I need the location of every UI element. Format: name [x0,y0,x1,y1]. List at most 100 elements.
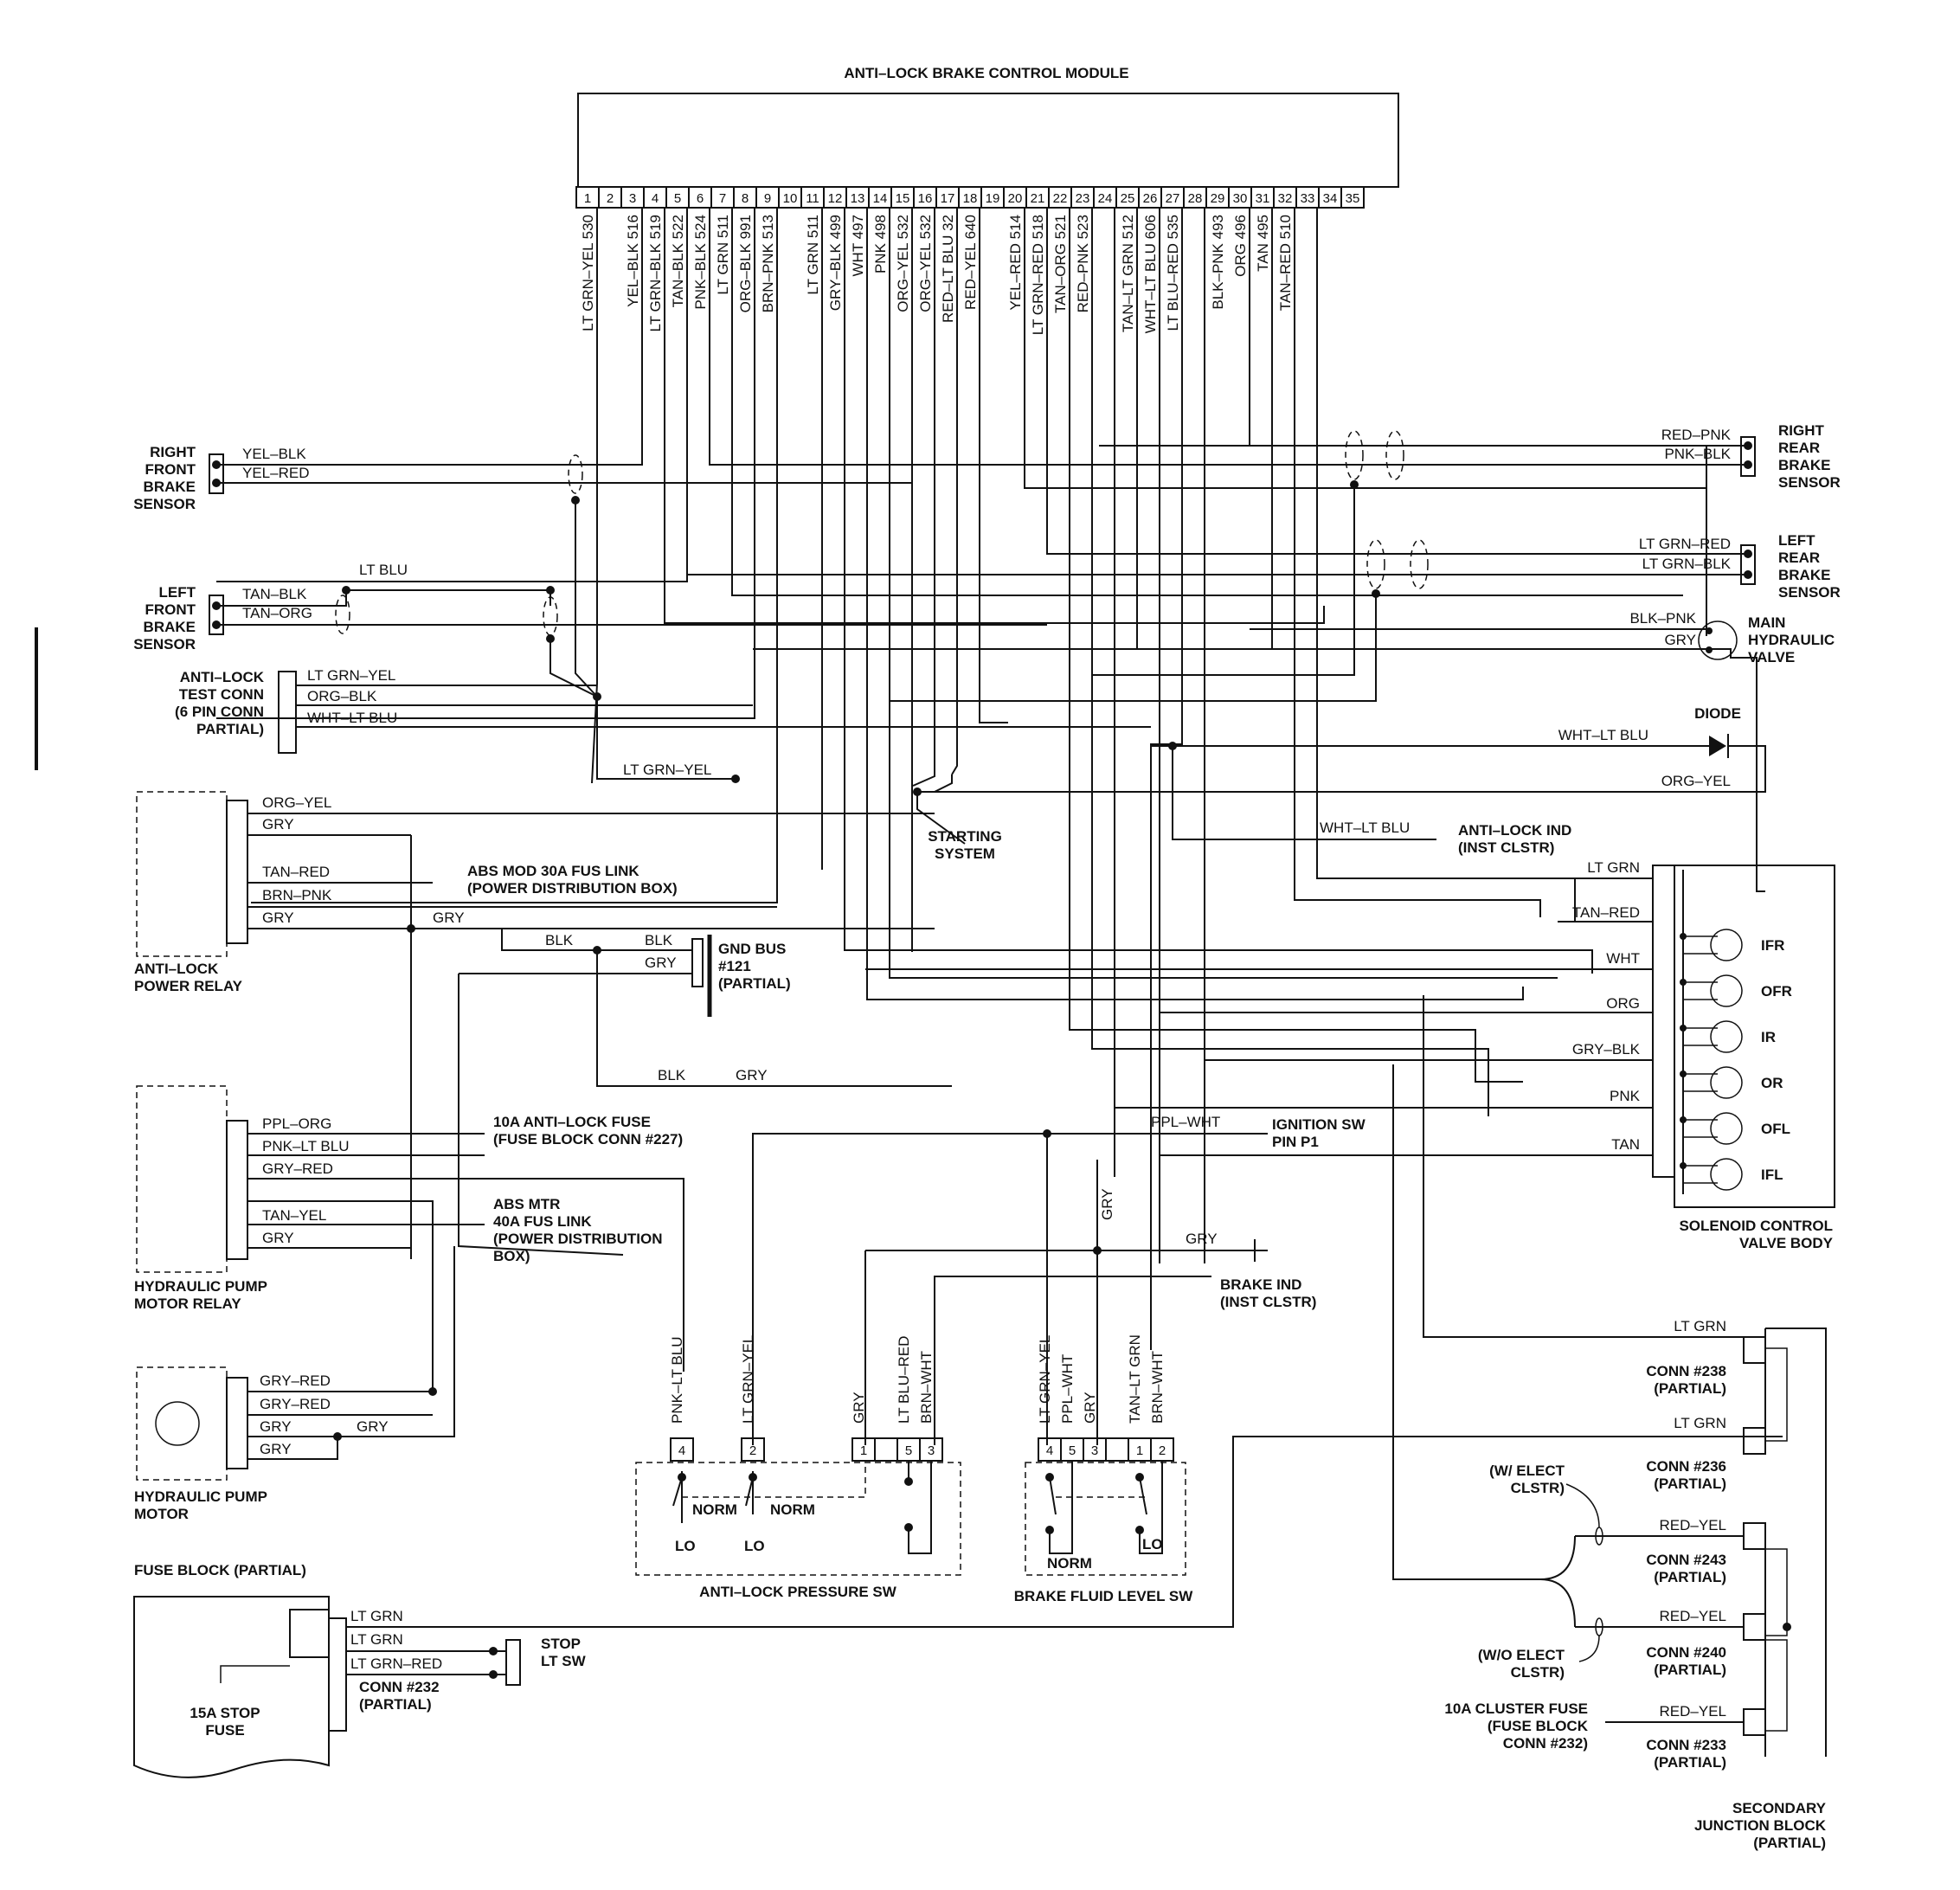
module-pin-number: 8 [742,191,749,206]
svg-text:ORG–YEL: ORG–YEL [1661,773,1731,789]
module-wire-label: YEL–BLK 516 [625,215,641,307]
module-wire-label: PNK–BLK 524 [692,215,709,310]
svg-text:GRY–BLK: GRY–BLK [1572,1041,1641,1058]
module-wire-label: GRY–BLK 499 [827,215,844,311]
svg-text:TAN–RED: TAN–RED [262,864,330,880]
solenoid-coil-ir [1710,1020,1743,1053]
anti-lock-pressure-switch: 4 2 1 5 3 NORM NORM LO LO PNK–LT BLU LT … [635,1335,961,1600]
solenoid-coil-ofl [1710,1112,1743,1145]
svg-text:4: 4 [678,1443,685,1458]
svg-text:GRY–RED: GRY–RED [262,1160,333,1177]
svg-text:LT GRN–RED: LT GRN–RED [350,1655,442,1672]
module-pin-number: 20 [1008,191,1023,206]
hydraulic-pump-motor: GRY–RED GRY–RED GRY GRY GRY HYDRAULIC PU… [134,1246,455,1522]
svg-text:RED–YEL: RED–YEL [1660,1703,1726,1720]
svg-text:TAN–ORG: TAN–ORG [242,605,312,621]
svg-text:GRY: GRY [433,910,465,926]
svg-text:TAN–RED: TAN–RED [1572,904,1640,921]
module-pin-number: 29 [1211,191,1225,206]
solenoid-coil-ofr [1710,974,1743,1007]
gnd-bus: BLK BLK GRY BLK GRY GND BUS#121(PARTIAL) [458,929,952,1256]
module-wire-label: RED–PNK 523 [1075,215,1091,312]
solenoid-coil-ifr [1710,929,1743,961]
svg-text:NORM: NORM [1047,1555,1092,1572]
module-wire-label: LT GRN 511 [805,215,821,295]
svg-text:GRY: GRY [260,1418,292,1435]
svg-text:BLK: BLK [645,932,673,948]
svg-text:1: 1 [860,1443,867,1458]
svg-text:5: 5 [1069,1443,1076,1458]
conn243-label: CONN #243(PARTIAL) [1646,1552,1726,1585]
svg-text:YEL–BLK: YEL–BLK [242,446,306,462]
module-wire-label: LT GRN–RED 518 [1030,215,1046,335]
svg-text:4: 4 [1046,1443,1053,1458]
module-wire-label: TAN–RED 510 [1277,215,1294,311]
solenoid-label: OFR [1761,983,1792,1000]
module-wire-label: LT GRN–YEL 530 [580,215,596,331]
diode-label: DIODE [1694,705,1741,722]
module-pin-number: 32 [1278,191,1293,206]
svg-text:PNK–BLK: PNK–BLK [1664,446,1731,462]
module-pin-number: 2 [607,191,614,206]
svg-text:GRY: GRY [851,1392,867,1424]
svg-text:2: 2 [1159,1443,1166,1458]
svg-text:TAN–LT GRN: TAN–LT GRN [1127,1334,1143,1424]
svg-text:WHT: WHT [1606,950,1640,967]
svg-text:GRY: GRY [262,816,294,832]
module-wire-label: TAN 495 [1255,215,1271,272]
conn238-label: CONN #238(PARTIAL) [1646,1363,1726,1397]
svg-text:RED–PNK: RED–PNK [1661,427,1732,443]
svg-text:GRY: GRY [736,1067,768,1083]
module-pin-number: 10 [783,191,798,206]
svg-text:RED–YEL: RED–YEL [1660,1517,1726,1533]
solenoid-coil-or [1710,1066,1743,1099]
svg-text:GRY: GRY [357,1418,389,1435]
diode: WHT–LT BLU ORG–YEL DIODE [917,705,1766,793]
svg-text:LO: LO [675,1538,696,1554]
svg-text:5: 5 [905,1443,912,1458]
module-wire-label: ORG 496 [1232,215,1249,277]
svg-text:3: 3 [1091,1443,1098,1458]
solenoid-label: IFR [1761,937,1784,954]
module-wire-label: YEL–RED 514 [1007,215,1024,311]
svg-text:RED–YEL: RED–YEL [1660,1608,1726,1624]
module-pin-number: 1 [584,191,591,206]
fuse-10a-label: 10A ANTI–LOCK FUSE(FUSE BLOCK CONN #227) [493,1114,683,1148]
svg-text:TAN–YEL: TAN–YEL [262,1207,326,1224]
module-pin-number: 13 [851,191,865,206]
fuse-block: FUSE BLOCK (PARTIAL) LT GRN LT GRN LT GR… [133,1436,1783,1778]
solenoid-label: OR [1761,1075,1783,1091]
anti-lock-power-relay: ORG–YEL GRY TAN–RED BRN–PNK GRY GRY ABS … [134,791,935,1259]
module-wire-label: ORG–YEL 532 [917,215,934,312]
svg-text:GRY: GRY [262,1230,294,1246]
svg-text:WHT–LT BLU: WHT–LT BLU [1558,727,1648,743]
module-pin-number: 5 [674,191,681,206]
svg-text:LT GRN: LT GRN [350,1631,403,1648]
module-pin-number: 12 [828,191,843,206]
svg-text:ORG–YEL: ORG–YEL [262,794,331,811]
module-wire-label: ORG–BLK 991 [737,215,754,312]
module-pin-number: 34 [1323,191,1338,206]
svg-text:LT GRN–RED: LT GRN–RED [1639,536,1731,552]
svg-text:LT BLU–RED: LT BLU–RED [896,1336,912,1424]
svg-text:LO: LO [744,1538,765,1554]
svg-text:PPL–WHT: PPL–WHT [1059,1354,1076,1424]
module-pin-number: 15 [896,191,910,206]
